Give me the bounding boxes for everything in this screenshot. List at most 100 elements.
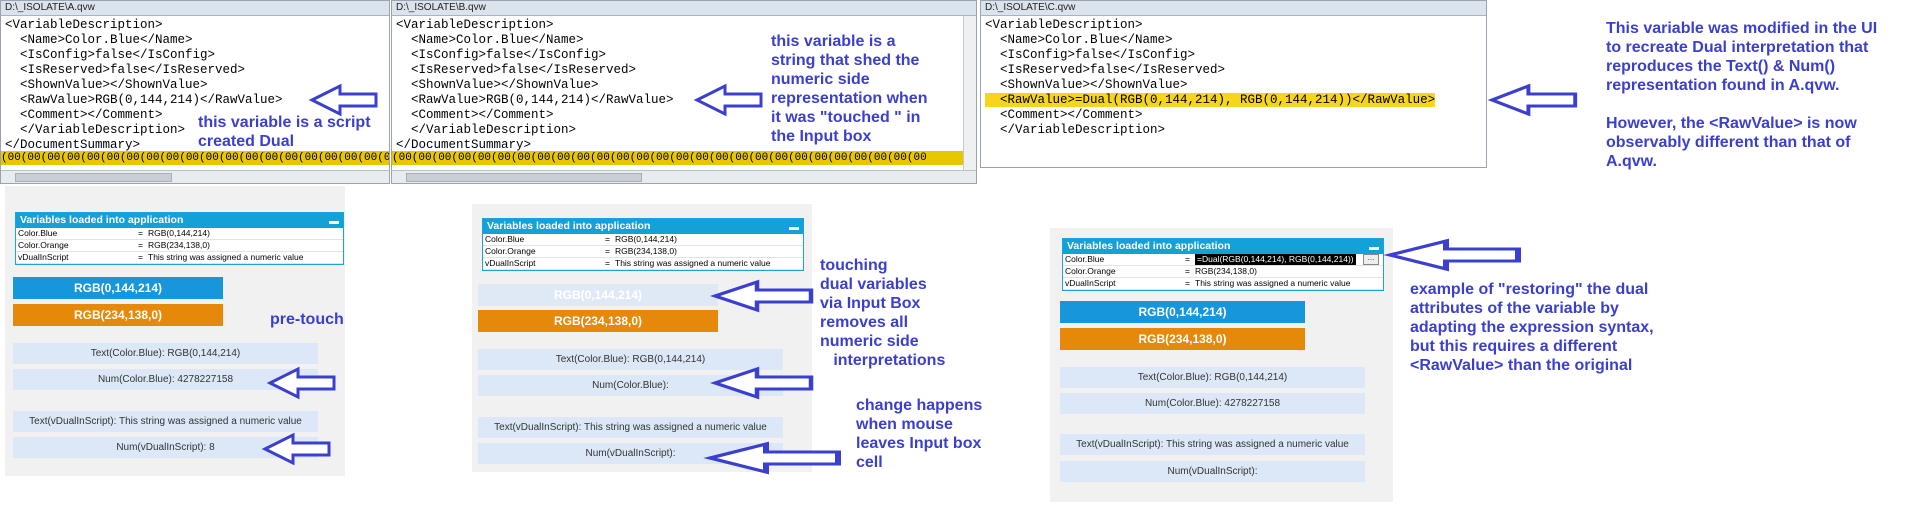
scroll-thumb[interactable] <box>15 173 173 182</box>
minimize-icon[interactable]: ▬ <box>1369 242 1379 253</box>
variable-name: Color.Blue <box>485 234 525 244</box>
variable-eq: = <box>138 240 143 250</box>
text-color-blue-box: Text(Color.Blue): RGB(0,144,214) <box>13 343 318 364</box>
variable-name: Color.Blue <box>1065 254 1105 264</box>
code-line: </DocumentSummary> <box>396 138 532 152</box>
variable-row: Color.Orange=RGB(234,138,0) <box>16 240 343 252</box>
ellipsis-button-icon[interactable]: … <box>1363 254 1379 265</box>
variable-eq: = <box>1185 278 1190 288</box>
color-blue-button[interactable]: RGB(0,144,214) <box>13 277 223 299</box>
code-line: <VariableDescription> <box>985 18 1143 32</box>
panel-title: D:\_ISOLATE\C.qvw <box>981 1 1486 16</box>
variable-value[interactable]: This string was assigned a numeric value <box>615 258 771 268</box>
xml-code[interactable]: <VariableDescription> <Name>Color.Blue</… <box>392 16 976 155</box>
code-line: <IsConfig>false</IsConfig> <box>5 48 216 62</box>
hex-ruler: (00(00(00(00(00(00(00(00(00(00(00(00(00(… <box>1 151 389 165</box>
text-vdual-box: Text(vDualInScript): This string was ass… <box>13 411 318 432</box>
xml-panel-b: D:\_ISOLATE\B.qvw <VariableDescription> … <box>391 0 977 184</box>
variable-row: vDualInScript=This string was assigned a… <box>16 252 343 264</box>
xml-code[interactable]: <VariableDescription> <Name>Color.Blue</… <box>1 16 389 155</box>
note-change-happens: change happens when mouse leaves Input b… <box>856 397 983 471</box>
variable-value[interactable]: RGB(234,138,0) <box>1195 266 1257 276</box>
code-line: <Comment></Comment> <box>985 108 1143 122</box>
horizontal-scrollbar[interactable] <box>1 170 389 183</box>
variable-value[interactable]: This string was assigned a numeric value <box>1195 278 1351 288</box>
code-line: </VariableDescription> <box>396 123 577 137</box>
code-line: <Name>Color.Blue</Name> <box>5 33 193 47</box>
xml-code[interactable]: <VariableDescription> <Name>Color.Blue</… <box>981 16 1486 140</box>
scroll-thumb[interactable] <box>406 173 642 182</box>
variable-value[interactable]: RGB(0,144,214) <box>148 228 210 238</box>
code-line: <IsReserved>false</IsReserved> <box>5 63 246 77</box>
variable-row: vDualInScript = This string was assigned a… <box>1063 278 1383 290</box>
text-vdual-box: Text(vDualInScript): This string was ass… <box>1060 434 1365 455</box>
note-touching: touching dual variables via Input Box re… <box>820 257 946 369</box>
variable-eq: = <box>605 246 610 256</box>
variable-value[interactable]: RGB(234,138,0) <box>148 240 210 250</box>
variable-row: Color.Blue = RGB(0,144,214) <box>483 234 803 246</box>
code-line: <RawValue>RGB(0,144,214)</RawValue> <box>5 93 283 107</box>
variables-box: Variables loaded into application▬ Color… <box>482 218 804 271</box>
variable-name: vDualInScript <box>1065 278 1116 288</box>
code-line: <ShownValue></ShownValue> <box>396 78 599 92</box>
variable-value[interactable]: RGB(0,144,214) <box>615 234 677 244</box>
variable-row: Color.Orange=RGB(234,138,0) <box>1063 266 1383 278</box>
code-line: <IsReserved>false</IsReserved> <box>396 63 637 77</box>
code-line: <IsConfig>false</IsConfig> <box>396 48 607 62</box>
code-line: </DocumentSummary> <box>5 138 141 152</box>
minimize-icon[interactable]: ▬ <box>329 216 339 227</box>
variable-value[interactable]: This string was assigned a numeric value <box>148 252 304 262</box>
variable-eq: = <box>1185 266 1190 276</box>
color-orange-button[interactable]: RGB(234,138,0) <box>478 310 718 332</box>
text-color-blue-box: Text(Color.Blue): RGB(0,144,214) <box>1060 367 1365 388</box>
variables-box-header: Variables loaded into application▬ <box>483 219 803 234</box>
code-line: <IsReserved>false</IsReserved> <box>985 63 1226 77</box>
num-vdual-box: Num(vDualInScript): <box>478 443 783 464</box>
code-line: <VariableDescription> <box>396 18 554 32</box>
variable-row: Color.Orange=RGB(234,138,0) <box>483 246 803 258</box>
text-vdual-box: Text(vDualInScript): This string was ass… <box>478 417 783 438</box>
variable-value-editing[interactable]: =Dual(RGB(0,144,214), RGB(0,144,214)) <box>1195 254 1356 265</box>
num-vdual-box: Num(vDualInScript): 8 <box>13 437 318 458</box>
color-orange-button[interactable]: RGB(234,138,0) <box>1060 328 1305 350</box>
code-line: <VariableDescription> <box>5 18 163 32</box>
code-line: <Name>Color.Blue</Name> <box>396 33 584 47</box>
num-vdual-box: Num(vDualInScript): <box>1060 461 1365 482</box>
variables-box-header: Variables loaded into application▬ <box>1063 239 1383 254</box>
variable-name: vDualInScript <box>485 258 536 268</box>
xml-panel-c: D:\_ISOLATE\C.qvw <VariableDescription> … <box>980 0 1487 168</box>
variable-row: Color.Blue = =Dual(RGB(0,144,214), RGB(0,1… <box>1063 254 1383 266</box>
variables-box-title: Variables loaded into application <box>20 214 184 226</box>
num-color-blue-box: Num(Color.Blue): 4278227158 <box>13 369 318 390</box>
color-blue-button[interactable]: RGB(0,144,214) <box>478 284 718 306</box>
variable-eq: = <box>1185 254 1190 264</box>
color-blue-button[interactable]: RGB(0,144,214) <box>1060 301 1305 323</box>
left-arrow-icon <box>1390 241 1518 269</box>
code-line: </VariableDescription> <box>5 123 186 137</box>
note-script-dual: this variable is a script created Dual <box>198 114 371 150</box>
minimize-icon[interactable]: ▬ <box>789 222 799 233</box>
hex-ruler: (00(00(00(00(00(00(00(00(00(00(00(00(00(… <box>392 151 976 165</box>
qlik-sheet-a: Variables loaded into application ▬ Color… <box>5 186 345 476</box>
note-modified-ui: This variable was modified in the UI to … <box>1606 20 1878 170</box>
variables-box-header: Variables loaded into application ▬ <box>16 213 343 228</box>
variables-box: Variables loaded into application ▬ Color… <box>15 212 344 265</box>
variable-value[interactable]: RGB(234,138,0) <box>615 246 677 256</box>
code-line: <IsConfig>false</IsConfig> <box>985 48 1196 62</box>
code-line-highlighted: <RawValue>=Dual(RGB(0,144,214), RGB(0,14… <box>985 93 1436 107</box>
vertical-scrollbar[interactable] <box>963 16 976 170</box>
xml-panel-a: D:\_ISOLATE\A.qvw <VariableDescription> … <box>0 0 390 184</box>
code-line: <RawValue>RGB(0,144,214)</RawValue> <box>396 93 674 107</box>
code-line: <Comment></Comment> <box>396 108 554 122</box>
variable-row: vDualInScript = This string was assigned a… <box>483 258 803 270</box>
variables-box: Variables loaded into application▬ Color… <box>1062 238 1384 291</box>
color-orange-button[interactable]: RGB(234,138,0) <box>13 304 223 326</box>
qlik-sheet-b: Variables loaded into application▬ Color… <box>472 204 812 472</box>
variable-eq: = <box>605 258 610 268</box>
text-color-blue-box: Text(Color.Blue): RGB(0,144,214) <box>478 349 783 370</box>
horizontal-scrollbar[interactable] <box>392 170 976 183</box>
variable-name: Color.Blue <box>18 228 58 238</box>
left-arrow-icon <box>1490 84 1578 116</box>
variable-name: vDualInScript <box>18 252 69 262</box>
variable-eq: = <box>605 234 610 244</box>
